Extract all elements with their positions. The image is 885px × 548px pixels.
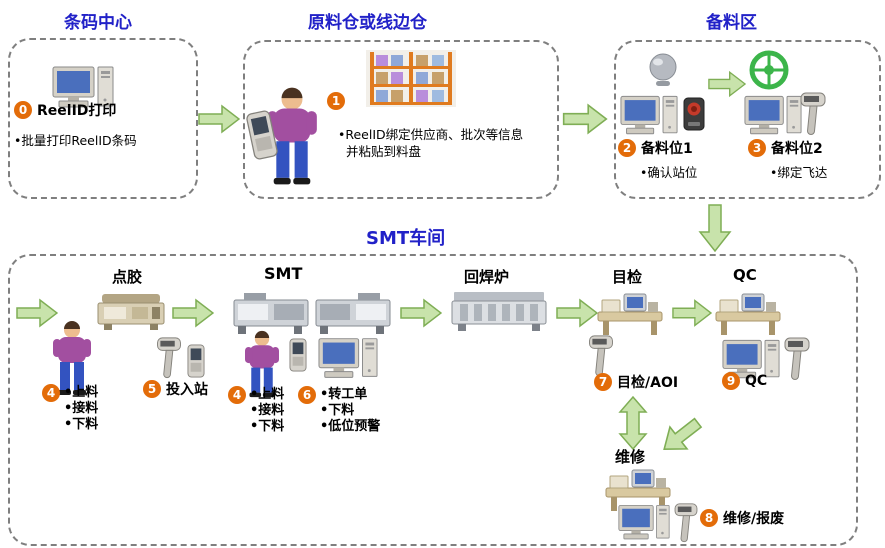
step-1: 1 — [327, 92, 345, 110]
reflow-label: 回焊炉 — [464, 268, 510, 286]
step-3-label: 备料位2 — [771, 141, 823, 157]
arrow-smt-to-reflow-icon — [400, 298, 442, 328]
arrow-warehouse-to-prep-icon — [562, 103, 608, 135]
qc-label: QC — [733, 266, 757, 284]
smt-pda-icon — [288, 338, 308, 372]
monitor-bullet-1: •转工单 — [320, 387, 368, 402]
step-6-number: 6 — [298, 386, 316, 404]
title-barcode-center: 条码中心 — [64, 13, 132, 33]
step-5-label: 投入站 — [166, 382, 208, 398]
dispenser-machine-icon — [96, 292, 166, 332]
warehouse-note-line2: 并粘贴到料盘 — [346, 144, 422, 159]
input-station-terminal-icon — [186, 344, 206, 378]
inspect-label: 目检 — [612, 268, 643, 286]
fixed-scanner-icon — [682, 96, 706, 134]
monitor-bullets: •转工单 •下料 •低位预警 — [320, 387, 380, 435]
barcode-center-bullet: •批量打印ReelID条码 — [14, 133, 137, 148]
step-1-number: 1 — [327, 92, 345, 110]
load2-bullet-2: •接料 — [250, 403, 285, 418]
arrow-prep-to-smt-icon — [698, 204, 732, 252]
reflow-oven-icon — [450, 290, 548, 332]
station2-bullet: •绑定飞达 — [770, 165, 828, 180]
step-2-number: 2 — [618, 139, 636, 157]
arrow-reflow-to-inspect-icon — [556, 298, 598, 328]
step-5-number: 5 — [143, 380, 161, 398]
step-8-label: 维修/报废 — [723, 511, 785, 527]
warehouse-note: •ReelID绑定供应商、批次等信息 并粘贴到料盘 — [338, 126, 544, 160]
step-3: 3 备料位2 — [748, 138, 823, 158]
step-0: 0 ReelID打印 — [14, 100, 116, 120]
qc-gun-icon — [784, 336, 810, 382]
step-2: 2 备料位1 — [618, 138, 693, 158]
step-4b: 4 — [228, 386, 246, 404]
step-7: 7 目检/AOI — [594, 372, 678, 392]
repair-gun-icon — [674, 502, 698, 544]
prep1-computer-icon — [620, 94, 678, 138]
smt-computer-icon — [318, 336, 378, 382]
step-6: 6 — [298, 386, 316, 404]
step-9-number: 9 — [722, 372, 740, 390]
input-station-gun-icon — [156, 336, 182, 380]
load1-bullet-2: •接料 — [64, 401, 99, 416]
arrow-barcode-to-warehouse-icon — [198, 103, 240, 135]
warehouse-note-line1: •ReelID绑定供应商、批次等信息 — [338, 127, 524, 142]
step-9: 9 QC — [722, 372, 767, 390]
warehouse-rack-icon — [366, 50, 456, 107]
step-5: 5 投入站 — [143, 379, 208, 399]
globe-icon — [646, 52, 680, 88]
monitor-bullet-3: •低位预警 — [320, 419, 381, 434]
title-prep-area: 备料区 — [706, 13, 757, 33]
load2-bullet-1: •上料 — [250, 387, 285, 402]
station1-bullet: •确认站位 — [640, 165, 698, 180]
step-4a-number: 4 — [42, 384, 60, 402]
repair-label: 维修 — [615, 448, 646, 466]
title-warehouse: 原料仓或线边仓 — [308, 13, 427, 33]
load1-bullet-1: •上料 — [64, 385, 99, 400]
load2-bullet-3: •下料 — [250, 419, 285, 434]
step-2-label: 备料位1 — [641, 141, 693, 157]
dispense-label: 点胶 — [112, 268, 143, 286]
step-0-number: 0 — [14, 101, 32, 119]
step-8: 8 维修/报废 — [700, 508, 784, 528]
step-0-label: ReelID打印 — [37, 103, 117, 119]
step-3-number: 3 — [748, 139, 766, 157]
title-smt-workshop: SMT车间 — [366, 228, 446, 249]
step-4a: 4 — [42, 384, 60, 402]
step-7-label: 目检/AOI — [617, 375, 679, 391]
load1-bullets: •上料 •接料 •下料 — [64, 385, 98, 433]
arrow-inspect-to-qc-icon — [672, 298, 712, 328]
load2-bullets: •上料 •接料 •下料 — [250, 387, 284, 435]
prep2-computer-icon — [744, 94, 802, 138]
feeder-reel-icon — [748, 48, 790, 92]
inspect-station-icon — [596, 288, 664, 336]
monitor-bullet-2: •下料 — [320, 403, 355, 418]
repair-computer-icon — [618, 502, 670, 544]
arrow-dispense-to-smt-icon — [172, 298, 214, 328]
arrow-inspect-repair-both-icon — [618, 396, 648, 450]
step-9-label: QC — [745, 373, 768, 389]
prep2-barcode-gun-icon — [800, 90, 826, 138]
barcode-center-box — [8, 38, 198, 199]
step-7-number: 7 — [594, 373, 612, 391]
load1-bullet-3: •下料 — [64, 417, 99, 432]
arrow-prep-stations-icon — [708, 70, 746, 98]
step-4b-number: 4 — [228, 386, 246, 404]
step-8-number: 8 — [700, 509, 718, 527]
qc-station-icon — [714, 288, 782, 336]
smt-label: SMT — [264, 264, 303, 283]
